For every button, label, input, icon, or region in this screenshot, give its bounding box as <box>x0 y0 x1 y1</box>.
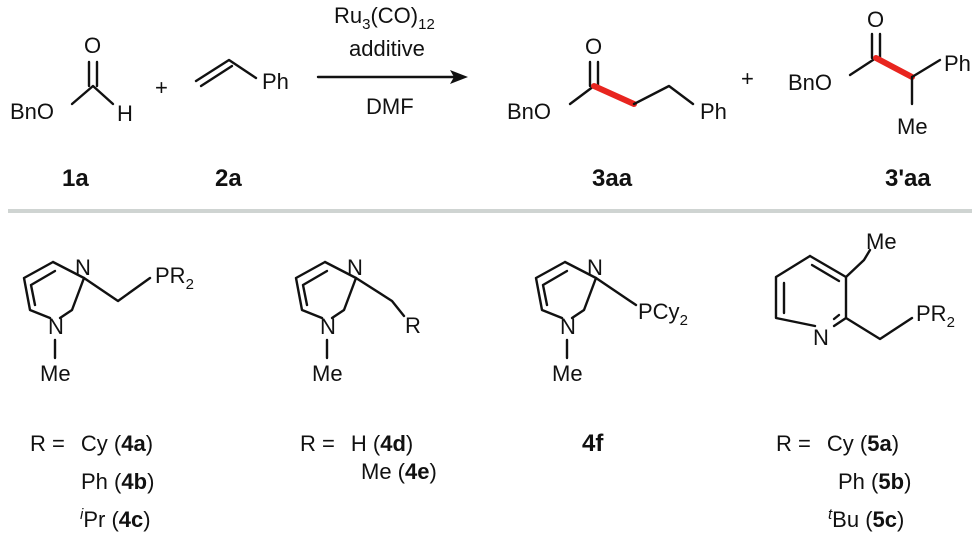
bond-vinyl-double <box>199 64 234 88</box>
ligand-4de: N N Me R R =H (4d) Me (4e) <box>294 255 437 484</box>
bond-branches <box>910 58 942 106</box>
ligand-4abc: N N Me PR2 R =Cy (4a) Ph (4b) iPr (4c) <box>22 255 194 532</box>
variant-4d: R =H (4d) <box>300 431 413 456</box>
atom-n: N <box>813 325 829 350</box>
atom-me: Me <box>312 361 343 386</box>
variant-5c: tBu (5c) <box>828 506 904 532</box>
imidazole-ring <box>534 260 598 320</box>
ring-double-bonds <box>541 269 569 307</box>
atom-n-me: N <box>48 314 64 339</box>
catalyst-label: Ru3(CO)12 <box>334 3 435 33</box>
solvent-label: DMF <box>366 94 414 119</box>
ligand-5abc: N Me PR2 R =Cy (5a) Ph (5b) tBu (5c) <box>774 229 955 532</box>
atom-pr2: PR2 <box>916 301 955 331</box>
imidazole-ring <box>294 260 358 320</box>
atom-pcy2: PCy2 <box>638 299 688 329</box>
variant-4a: R =Cy (4a) <box>30 431 153 456</box>
compound-label-1a: 1a <box>62 165 89 192</box>
atom-ph: Ph <box>944 51 971 76</box>
atom-bno: BnO <box>10 99 54 124</box>
atom-n-me: N <box>320 314 336 339</box>
atom-bno: BnO <box>788 70 832 95</box>
atom-ph: Ph <box>262 69 289 94</box>
variant-4c: iPr (4c) <box>80 506 151 532</box>
product-3prime-aa: BnO O Ph Me 3'aa <box>788 7 971 192</box>
bond-o-c <box>568 84 596 106</box>
bond-r <box>354 276 406 318</box>
bond-chain <box>70 84 115 106</box>
compound-label-3aa: 3aa <box>592 165 633 192</box>
bond-methyl <box>844 248 872 279</box>
variant-4e: Me (4e) <box>361 459 437 484</box>
atom-bno: BnO <box>507 99 551 124</box>
ring-double-bonds <box>782 263 841 321</box>
atom-ph: Ph <box>700 99 727 124</box>
ring-double-bonds <box>301 269 329 307</box>
atom-n: N <box>75 255 91 280</box>
atom-n-me: N <box>560 314 576 339</box>
ligand-4f: N N Me PCy2 4f <box>534 255 688 457</box>
atom-me: Me <box>897 114 928 139</box>
plus-sign: + <box>155 75 168 100</box>
imidazole-ring <box>22 260 86 320</box>
compound-label-2a: 2a <box>215 165 242 192</box>
bond-ch2 <box>82 276 152 303</box>
additive-label: additive <box>349 36 425 61</box>
substrate-1a: BnO O H 1a <box>10 33 133 192</box>
atom-me: Me <box>40 361 71 386</box>
atom-me: Me <box>552 361 583 386</box>
bond-p <box>594 276 638 307</box>
atom-r: R <box>405 313 421 338</box>
ring-double-bonds <box>29 269 57 307</box>
substrate-2a: Ph 2a <box>194 58 289 192</box>
bond-ch2 <box>844 316 914 341</box>
bond-carbonyl <box>588 60 600 88</box>
variant-5a: R =Cy (5a) <box>776 431 899 456</box>
atom-pr2: PR2 <box>155 263 194 293</box>
atom-h: H <box>117 101 133 126</box>
bond-chain <box>632 84 695 106</box>
compound-label-3prime-aa: 3'aa <box>885 165 931 192</box>
atom-n: N <box>587 255 603 280</box>
pyridine-ring <box>774 254 848 328</box>
new-cc-bond-highlight <box>873 55 915 80</box>
compound-label-4f: 4f <box>582 430 604 457</box>
atom-o: O <box>585 34 602 59</box>
atom-o: O <box>84 33 101 58</box>
bond-o-c <box>848 56 878 77</box>
new-cc-bond-highlight <box>591 83 637 107</box>
bond-carbonyl <box>870 32 882 60</box>
variant-4b: Ph (4b) <box>81 469 154 494</box>
reaction-arrow <box>316 70 468 84</box>
bond-carbonyl <box>87 60 99 88</box>
plus-sign: + <box>741 66 754 91</box>
bond-vinyl <box>194 58 258 83</box>
atom-me: Me <box>866 229 897 254</box>
variant-5b: Ph (5b) <box>838 469 911 494</box>
atom-o: O <box>867 7 884 32</box>
product-3aa: BnO O Ph 3aa <box>507 34 727 192</box>
atom-n: N <box>347 255 363 280</box>
